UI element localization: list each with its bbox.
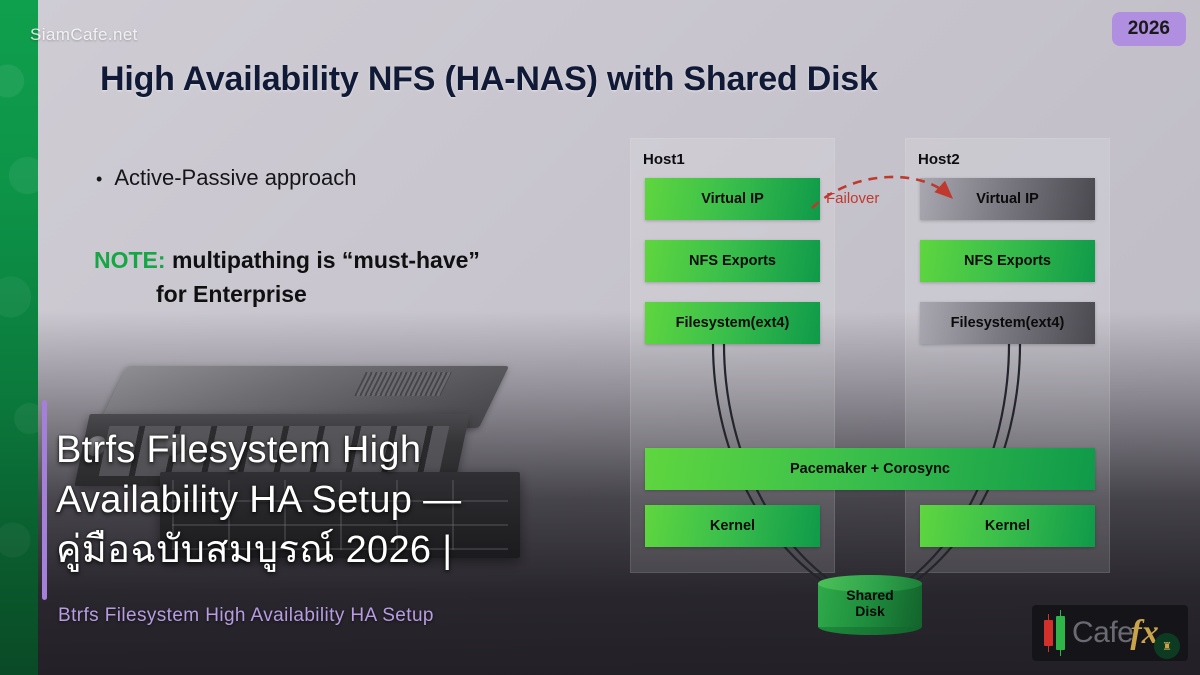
overlay-headline: Btrfs Filesystem High Availability HA Se… [56,425,636,575]
node-label: Filesystem(ext4) [950,315,1065,331]
failover-label: Failover [826,190,880,207]
site-watermark: SiamCafe.net [30,25,138,44]
node-host2-filesystem: Filesystem(ext4) [920,302,1095,344]
candlestick-green-icon [1056,610,1065,656]
node-host1-nfs-exports: NFS Exports [645,240,820,282]
bullet-item: • Active-Passive approach [96,165,356,191]
node-host2-nfs-exports: NFS Exports [920,240,1095,282]
ha-architecture-diagram: Host1 Host2 Virtual IP NFS Exports Files… [620,130,1120,640]
note-block: NOTE: multipathing is “must-have” for En… [94,243,614,311]
logo-badge-icon: ♜ [1154,633,1180,659]
shared-disk-cylinder: Shared Disk [818,575,922,635]
left-green-rail [0,0,38,675]
node-pacemaker-corosync: Pacemaker + Corosync [645,448,1095,490]
node-host1-virtual-ip: Virtual IP [645,178,820,220]
cafefx-logo: Cafe fx ♜ [1032,605,1188,661]
node-host2-kernel: Kernel [920,505,1095,547]
node-label: Kernel [709,518,756,534]
overlay-headline-line-2: Availability HA Setup — [56,479,462,522]
logo-name: Cafe [1072,616,1134,649]
node-host2-virtual-ip: Virtual IP [920,178,1095,220]
candlestick-red-icon [1044,614,1053,652]
shared-disk-line-1: Shared [846,587,894,603]
node-host1-kernel: Kernel [645,505,820,547]
purple-accent-bar [42,400,47,600]
bullet-label: Active-Passive approach [114,165,357,190]
node-label: NFS Exports [963,253,1051,269]
page-title: High Availability NFS (HA-NAS) with Shar… [100,60,878,98]
bullet-dot-icon: • [96,169,103,189]
server-lower-drive-grid [172,480,508,550]
shared-disk-label: Shared Disk [818,587,922,619]
node-host1-filesystem: Filesystem(ext4) [645,302,820,344]
server-vent [354,372,452,396]
note-line-2: for Enterprise [156,281,307,308]
logo-suffix: fx [1130,614,1159,651]
server-lower-chassis [160,472,520,558]
overlay-headline-line-3: คู่มือฉบับสมบูรณ์ 2026 | [56,529,453,572]
node-label: Filesystem(ext4) [675,315,790,331]
server-photo [60,352,530,562]
host2-label: Host2 [918,151,960,168]
note-keyword: NOTE: [94,247,166,273]
node-label: Virtual IP [976,191,1039,207]
node-label: NFS Exports [688,253,776,269]
node-label: Kernel [984,518,1031,534]
overlay-subtitle: Btrfs Filesystem High Availability HA Se… [58,605,434,626]
node-label: Pacemaker + Corosync [790,461,950,477]
node-label: Virtual IP [701,191,764,207]
overlay-headline-line-1: Btrfs Filesystem High [56,429,422,471]
disk-top-ellipse [818,575,922,592]
year-badge: 2026 [1111,12,1186,46]
host1-label: Host1 [643,151,685,168]
shared-disk-line-2: Disk [855,603,885,620]
note-line-1: multipathing is “must-have” [165,247,480,273]
